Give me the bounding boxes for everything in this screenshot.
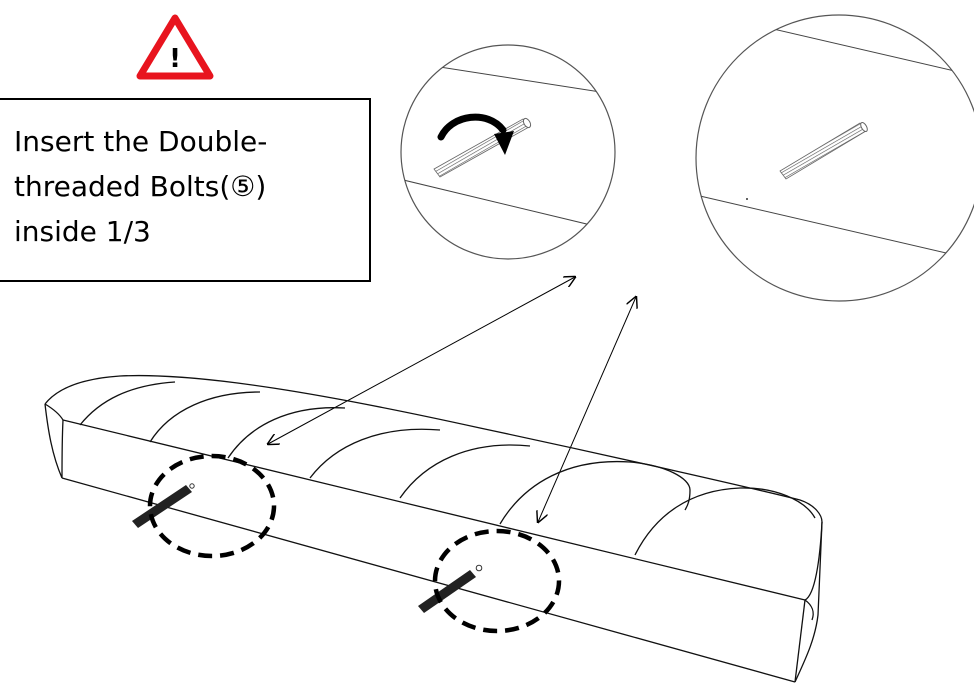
- bolt-marker-left: [132, 483, 195, 528]
- instruction-box: Insert the Double- threaded Bolts(⑤) ins…: [0, 98, 371, 282]
- pointer-arrow-right: [538, 297, 636, 522]
- bolt-marker-right: [418, 564, 483, 613]
- detail-circle-inserted-bolt: [695, 14, 974, 302]
- ottoman-illustration: [44, 374, 823, 683]
- instruction-text: Insert the Double- threaded Bolts(⑤) ins…: [14, 125, 268, 248]
- inserted-bolt-icon: [779, 121, 868, 180]
- pointer-arrow-left: [268, 277, 575, 444]
- highlight-circle-right: [432, 528, 562, 634]
- detail-circle-turning-bolt: [400, 44, 616, 260]
- highlight-circle-left: [147, 453, 277, 559]
- warning-exclamation: !: [169, 44, 181, 74]
- rotate-arrow-icon: [437, 113, 514, 155]
- warning-triangle-icon: !: [136, 14, 214, 80]
